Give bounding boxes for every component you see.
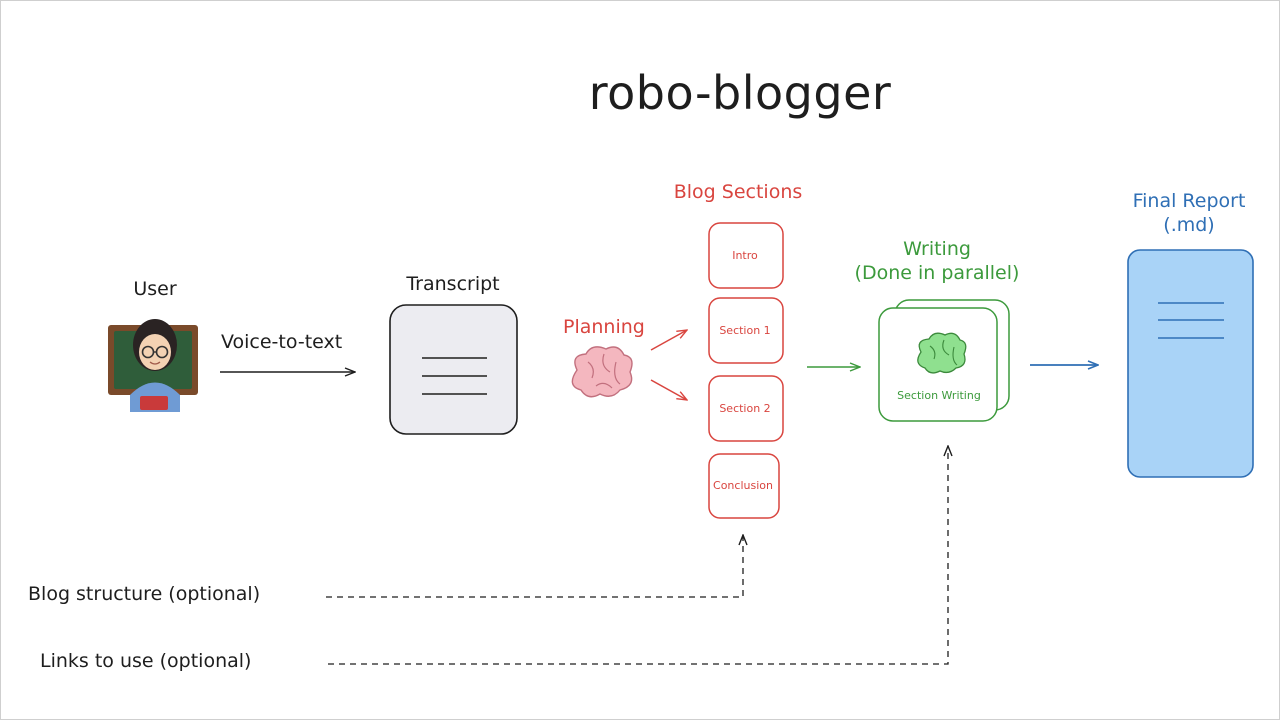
blog-structure-connector (326, 535, 743, 598)
section-conclusion-label: Conclusion (713, 479, 773, 492)
user-label: User (133, 278, 177, 300)
final-report-format-label: (.md) (1163, 214, 1215, 236)
planning-label: Planning (563, 316, 645, 338)
section-intro-label: Intro (732, 249, 758, 262)
voice-to-text-label: Voice-to-text (221, 331, 343, 353)
writing-parallel-label: (Done in parallel) (854, 262, 1020, 284)
section-boxes (708, 222, 784, 519)
blog-structure-input-label: Blog structure (optional) (28, 583, 261, 605)
transcript-box (389, 304, 518, 435)
links-connector (328, 446, 948, 665)
planning-arrow-down (650, 379, 687, 400)
final-report-label: Final Report (1132, 190, 1246, 212)
transcript-label: Transcript (406, 273, 500, 295)
section-box-section-2 (708, 375, 784, 442)
section-1-label: Section 1 (719, 324, 771, 337)
section-writing-label: Section Writing (897, 389, 981, 402)
planning-arrow-up (650, 330, 687, 351)
blog-sections-label: Blog Sections (673, 181, 803, 203)
teacher-emoji-icon (108, 319, 198, 412)
section-box-conclusion (708, 453, 780, 519)
links-input-label: Links to use (optional) (40, 650, 252, 672)
section-box-section-1 (708, 297, 784, 364)
writing-label: Writing (903, 238, 971, 260)
final-report-document (1127, 249, 1254, 478)
section-box-intro (708, 222, 784, 289)
brain-icon (571, 346, 633, 398)
writing-brain-icon (917, 332, 967, 374)
section-2-label: Section 2 (719, 402, 771, 415)
diagram-title: robo-blogger (588, 66, 892, 120)
